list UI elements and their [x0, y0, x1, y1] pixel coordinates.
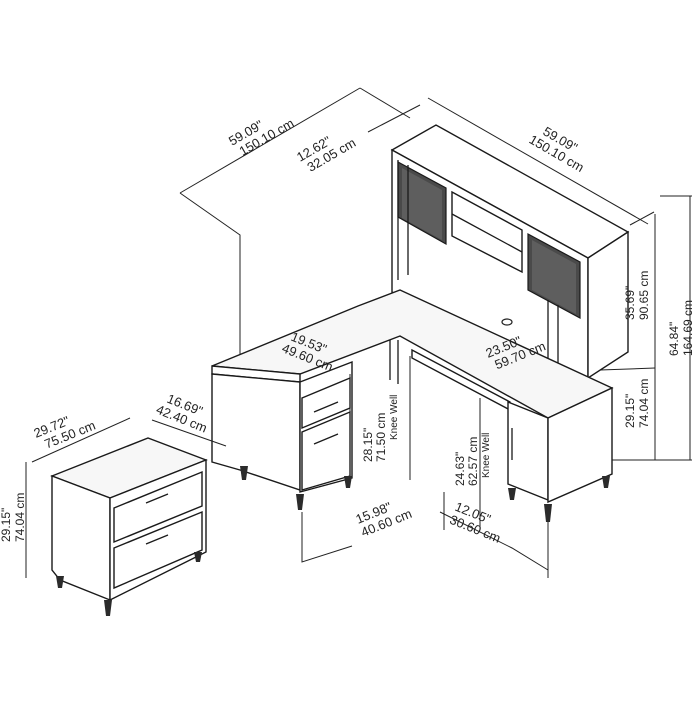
- hutch-open-shelf: [451, 190, 523, 274]
- leg-right-1: [508, 488, 516, 500]
- lateral-file: [50, 437, 208, 616]
- file-handle-bottom: [145, 534, 169, 545]
- knee-right-in: 24.63": [453, 452, 467, 486]
- knee-right-cm: 62.57 cm: [466, 437, 480, 486]
- file-leg-1: [56, 576, 64, 588]
- hutch-shelf-line: [451, 213, 523, 253]
- dim-line-hutch-width: [427, 97, 649, 225]
- leg-right-3: [602, 476, 610, 488]
- dim-line-file-depth: [151, 419, 227, 447]
- file-leg-2: [104, 600, 112, 616]
- dim-line-desk-width: [179, 87, 361, 194]
- hutch-side: [587, 230, 629, 380]
- total-height-cm: 164.69 cm: [681, 300, 695, 356]
- file-height-cm: 74.04 cm: [13, 493, 27, 542]
- file-side: [51, 474, 111, 602]
- desk-height-right-in: 29.15": [623, 394, 637, 428]
- drawer-handle-top: [313, 401, 339, 413]
- right-pedestal-front: [547, 386, 613, 504]
- leg-left-3: [344, 476, 352, 488]
- dim-line-hutch-depth: [367, 104, 421, 133]
- glass-reflection-right: [532, 240, 576, 314]
- hutch: [390, 124, 630, 386]
- dim-ext-desk-width-right: [359, 87, 411, 119]
- knee-left-label: Knee Well: [389, 395, 400, 440]
- hutch-height-in: 35.69": [623, 286, 637, 320]
- leg-right-2: [544, 504, 552, 522]
- total-height-in: 64.84": [667, 322, 681, 356]
- file-drawer-bottom: [113, 510, 203, 590]
- hutch-height-cm: 90.65 cm: [637, 271, 651, 320]
- knee-left-in: 28.15": [361, 428, 375, 462]
- drawer-handle-file: [313, 433, 339, 445]
- dim-line-file-width: [31, 417, 131, 463]
- dim-line-knee-left-width: [301, 512, 353, 563]
- file-handle-top: [145, 493, 169, 504]
- file-drawer-top: [113, 470, 203, 544]
- file-height-in: 29.15": [0, 508, 13, 542]
- dim-ext-desk-top-right: [599, 367, 656, 371]
- dim-ext-desk-width-left: [179, 192, 241, 360]
- glass-reflection-left: [402, 168, 442, 240]
- right-pedestal-side: [507, 400, 549, 502]
- leg-left-2: [296, 494, 304, 510]
- knee-left-cm: 71.50 cm: [374, 413, 388, 462]
- desk-height-right-cm: 74.04 cm: [637, 379, 651, 428]
- grommet-icon: [501, 318, 513, 326]
- leg-left-1: [240, 466, 248, 480]
- knee-right-label: Knee Well: [481, 433, 492, 478]
- file-leg-3: [194, 552, 202, 562]
- l-desk: [211, 289, 614, 522]
- dim-ext-hutch-width: [629, 211, 655, 226]
- dim-line-knee-right-width: [439, 511, 549, 571]
- left-pedestal-side: [211, 373, 301, 491]
